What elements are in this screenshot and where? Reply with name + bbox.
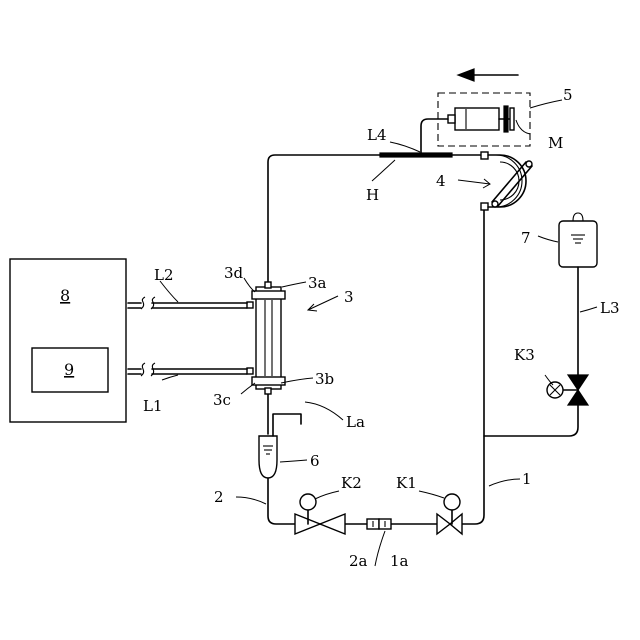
arrow-4-icon	[458, 179, 490, 188]
valve-K2	[295, 494, 345, 534]
syringe-line-L4	[421, 119, 448, 155]
label-L4: L4	[367, 126, 387, 144]
label-M: M	[548, 134, 563, 152]
label-K3: K3	[514, 346, 535, 364]
tube-line-2	[268, 155, 484, 284]
peristaltic-pump	[481, 152, 532, 210]
flow-arrow-icon	[458, 69, 518, 81]
label-8: 8	[60, 286, 70, 305]
label-H: H	[366, 186, 379, 204]
label-2a: 2a	[349, 552, 368, 570]
console-unit	[10, 259, 126, 422]
label-1a: 1a	[390, 552, 409, 570]
leader-lines	[160, 100, 597, 566]
label-3a: 3a	[308, 274, 327, 292]
label-4: 4	[436, 172, 446, 190]
syringe-pump	[438, 93, 530, 146]
label-3c: 3c	[213, 391, 231, 409]
fluid-bag	[559, 213, 597, 267]
valve-K1	[437, 494, 462, 534]
label-7: 7	[521, 229, 531, 247]
line-L2	[128, 297, 247, 309]
label-L2: L2	[154, 266, 174, 284]
label-9: 9	[64, 360, 74, 379]
label-2: 2	[214, 488, 224, 506]
connector	[367, 519, 391, 529]
label-5: 5	[563, 86, 573, 104]
label-La: La	[346, 413, 365, 431]
dialyzer	[247, 282, 285, 394]
label-1: 1	[522, 470, 532, 488]
label-3b: 3b	[315, 370, 334, 388]
tube-line-1	[462, 208, 484, 524]
label-3d: 3d	[224, 264, 244, 282]
label-K1: K1	[396, 474, 417, 492]
tube-line-lower-left	[268, 478, 295, 524]
valve-K3	[547, 375, 588, 405]
drip-chamber	[259, 436, 277, 478]
arrow-3-icon	[308, 296, 338, 311]
line-La	[273, 414, 301, 436]
label-3: 3	[344, 288, 354, 306]
label-6: 6	[310, 452, 320, 470]
label-L3: L3	[600, 299, 620, 317]
line-L1	[128, 363, 247, 376]
label-L1: L1	[143, 397, 163, 415]
heater	[380, 153, 452, 157]
label-K2: K2	[341, 474, 362, 492]
